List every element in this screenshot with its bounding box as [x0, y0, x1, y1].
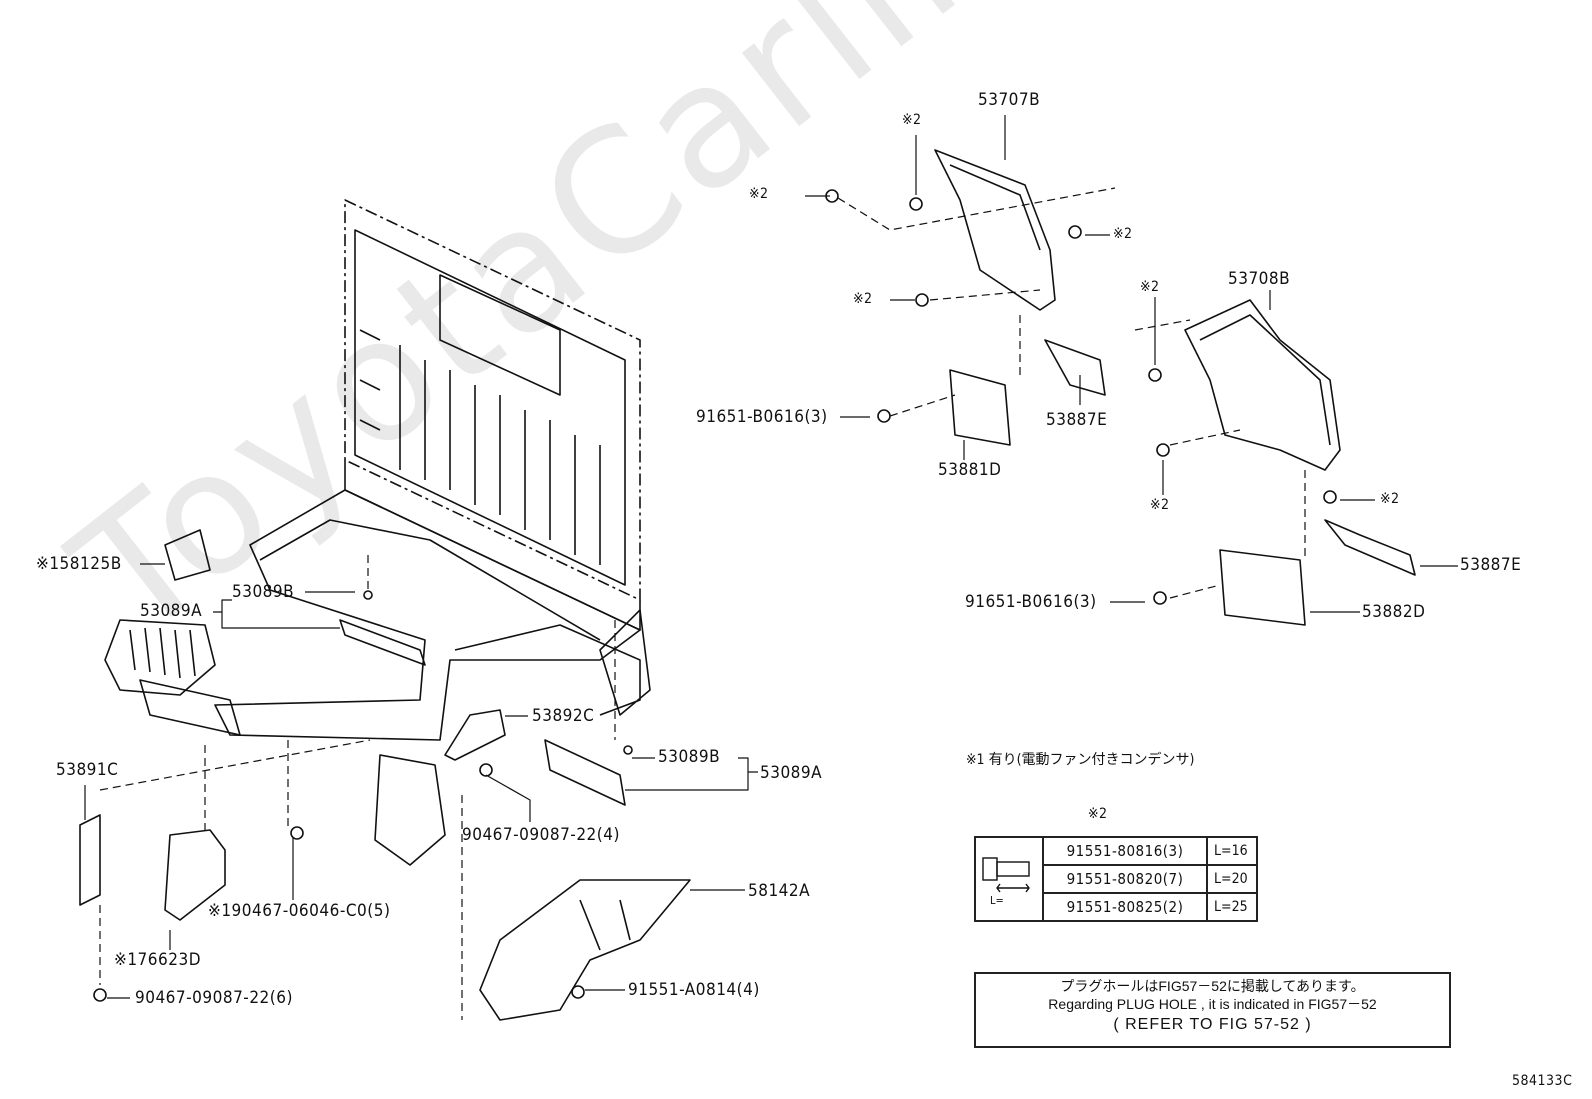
bolt-length: L=25	[1206, 892, 1258, 922]
plug-note-ref: ( REFER TO FIG 57-52 )	[1113, 1016, 1312, 1033]
part-label-53891C: 53891C	[56, 760, 119, 780]
bolt-part-number: 91551-80825(2)	[1042, 892, 1208, 922]
part-label-53707B: 53707B	[978, 90, 1041, 110]
figure-code: 584133C	[1512, 1073, 1573, 1089]
note-marker-2: ※2	[853, 291, 873, 307]
bolt-part-number: 91551-80820(7)	[1042, 864, 1208, 894]
part-label-53089B: 53089B	[232, 582, 295, 602]
plug-note-jp: プラグホールはFIG57－52に掲載してあります。	[1060, 978, 1365, 994]
bolt-picture-cell: L=	[974, 836, 1044, 922]
bolt-spec-table: L= 91551-80816(3) L=16 91551-80820(7) L=…	[974, 836, 1258, 922]
note-marker-2: ※2	[1150, 497, 1170, 513]
part-label-91651: 91651-B0616(3)	[696, 407, 828, 427]
left-bracket-drawing	[104, 529, 241, 736]
part-label-76623D: ※176623D	[114, 950, 201, 970]
part-label-90467: 90467-09087-22(4)	[462, 825, 620, 845]
length-label: L=	[990, 894, 1004, 907]
note-marker-2: ※2	[1380, 491, 1400, 507]
note-marker-2: ※2	[902, 112, 922, 128]
part-label-53089B: 53089B	[658, 747, 721, 767]
part-label-91651: 91651-B0616(3)	[965, 592, 1097, 612]
part-label-90467: 90467-09087-22(6)	[135, 988, 293, 1008]
cab-back-panel-drawing	[214, 199, 651, 741]
part-label-53892C: 53892C	[532, 706, 595, 726]
part-label-53887E: 53887E	[1046, 410, 1108, 430]
plug-hole-note-box: プラグホールはFIG57－52に掲載してあります。 Regarding PLUG…	[974, 972, 1451, 1048]
part-label-90467-06046: ※190467-06046-C0(5)	[208, 901, 391, 921]
plug-note-en: Regarding PLUG HOLE , it is indicated in…	[1048, 996, 1377, 1012]
part-label-53089A: 53089A	[760, 763, 823, 783]
note-marker-2: ※2	[749, 186, 769, 202]
note-marker-2: ※2	[1140, 279, 1160, 295]
part-label-53882D: 53882D	[1362, 602, 1426, 622]
part-label-53708B: 53708B	[1228, 269, 1291, 289]
bolt-length: L=16	[1206, 836, 1258, 866]
part-label-53881D: 53881D	[938, 460, 1002, 480]
part-label-53887E: 53887E	[1460, 555, 1522, 575]
note-1: ※1 有り(電動ファン付きコンデンサ)	[966, 752, 1195, 768]
spec-table-header: ※2	[1088, 806, 1108, 822]
bolt-part-number: 91551-80816(3)	[1042, 836, 1208, 866]
part-label-53089A: 53089A	[140, 601, 203, 621]
note-marker-2: ※2	[1113, 226, 1133, 242]
part-label-91551-A0814: 91551-A0814(4)	[628, 980, 760, 1000]
bolt-length: L=20	[1206, 864, 1258, 894]
part-label-58125B: ※158125B	[36, 554, 122, 574]
part-label-58142A: 58142A	[748, 881, 811, 901]
